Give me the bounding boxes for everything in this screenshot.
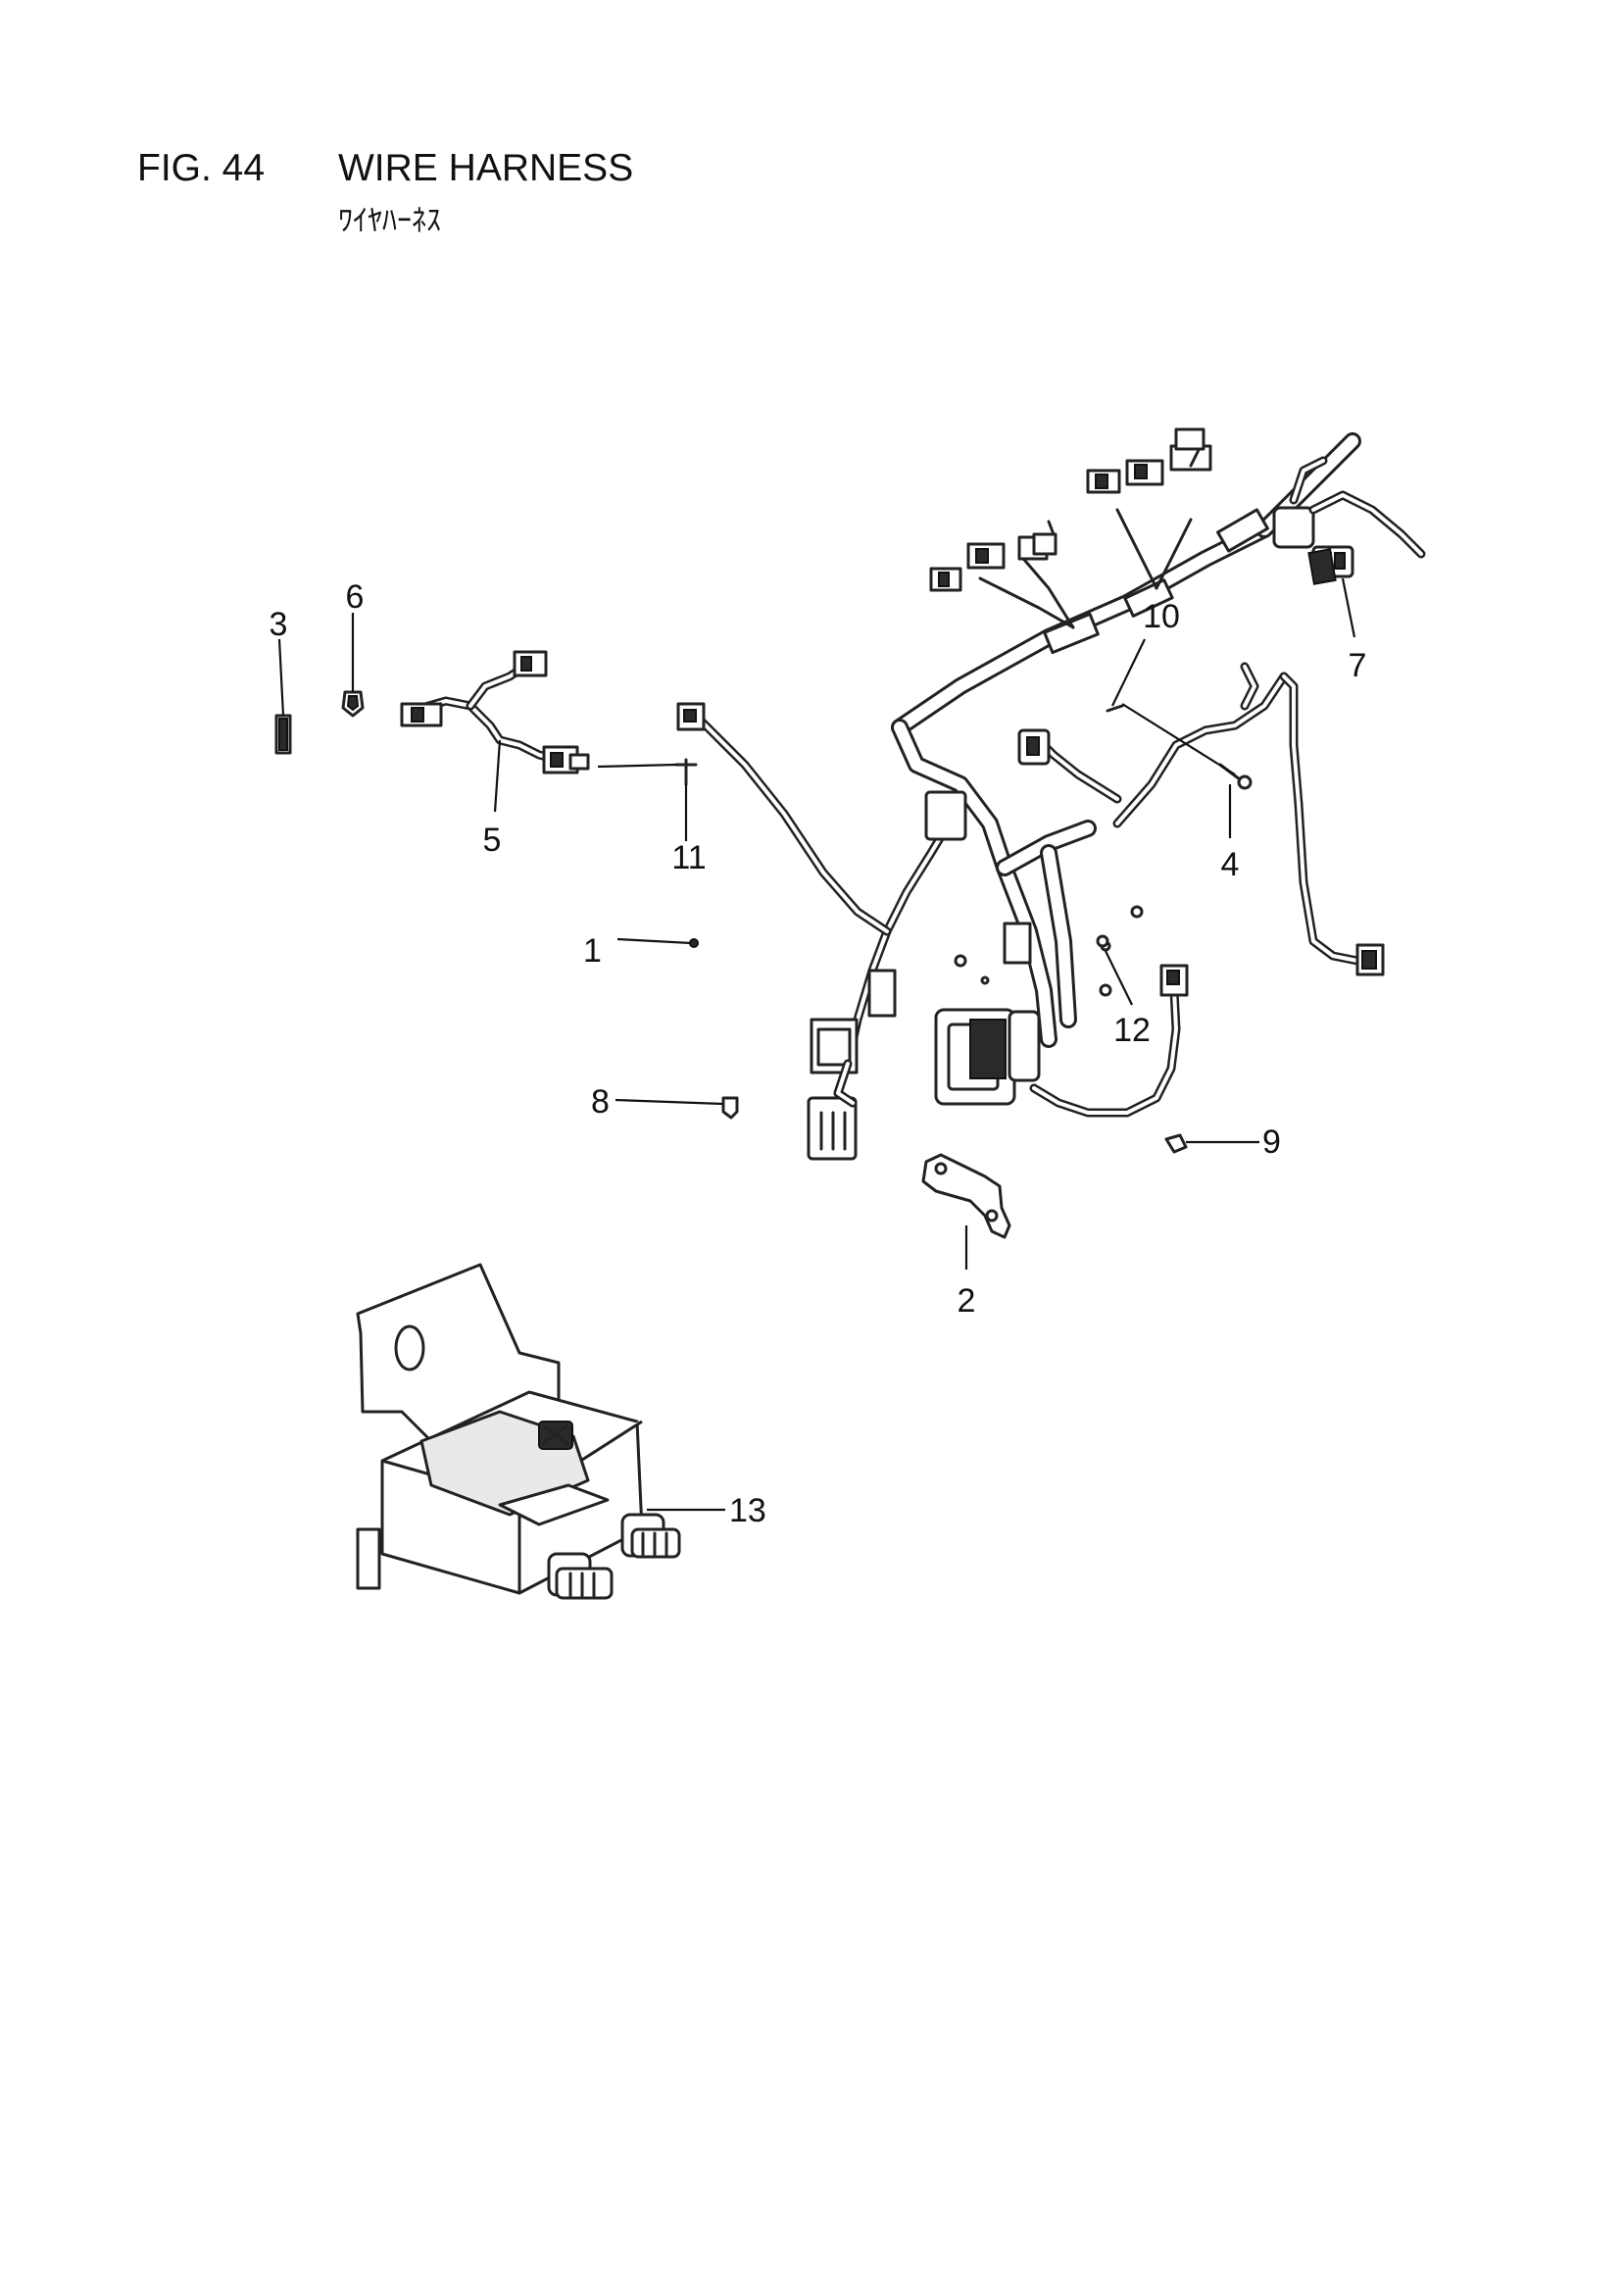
- part-11-pin: [674, 758, 698, 786]
- callout-6: 6: [346, 578, 365, 616]
- part-8-clamp: [721, 1096, 739, 1120]
- callout-labels: 1 2 3 4 5 6 7 8 9 10 11 12 13: [270, 578, 1367, 1529]
- part-3-plate: [274, 714, 292, 755]
- part-13-relay: [356, 1263, 681, 1600]
- part-12-grommet: [1096, 934, 1109, 948]
- figure-title: WIRE HARNESS: [338, 147, 634, 189]
- leader-lines: [277, 577, 1356, 1512]
- part-9-clip: [1164, 1133, 1188, 1154]
- terminal-post-left: [547, 1552, 614, 1600]
- figure-subtitle: ﾜｲﾔﾊｰﾈｽ: [338, 204, 441, 238]
- part-2-bracket: [921, 1153, 1011, 1239]
- callout-13: 13: [729, 1492, 766, 1529]
- callout-9: 9: [1262, 1123, 1281, 1161]
- callout-1: 1: [583, 932, 602, 970]
- callout-11: 11: [671, 839, 706, 876]
- terminal-post-right: [620, 1513, 681, 1559]
- part-6-clip: [341, 690, 365, 718]
- part-10-screw: [1106, 704, 1124, 713]
- callout-2: 2: [958, 1282, 976, 1320]
- callout-3: 3: [270, 606, 288, 643]
- figure-number: FIG. 44: [137, 147, 266, 189]
- main-harness: [676, 427, 1426, 1161]
- callout-5: 5: [483, 822, 502, 859]
- callout-8: 8: [591, 1083, 610, 1121]
- callout-7: 7: [1349, 647, 1367, 684]
- callout-4: 4: [1221, 846, 1240, 883]
- part-1-nut: [689, 938, 699, 948]
- callout-12: 12: [1113, 1012, 1151, 1049]
- callout-10: 10: [1143, 598, 1180, 635]
- sub-harness-5: [400, 650, 590, 774]
